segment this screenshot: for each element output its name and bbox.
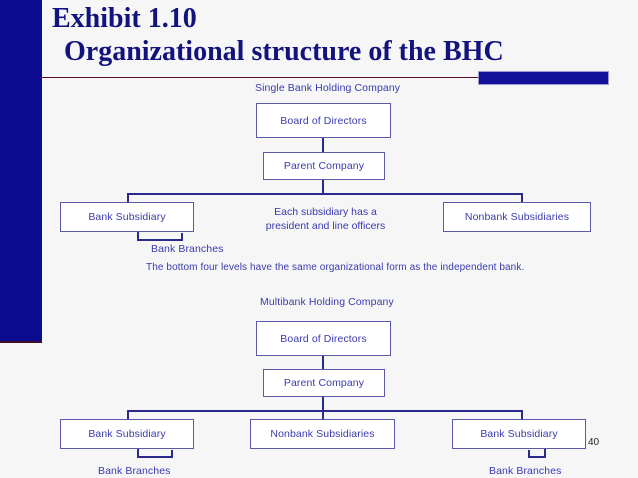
title-divider-rule (40, 77, 607, 78)
node-multi-parent-company[interactable]: Parent Company (263, 369, 385, 397)
connector-multi-right-subsidiary-down (544, 449, 546, 458)
node-single-board-of-directors[interactable]: Board of Directors (256, 103, 391, 138)
connector-multi-left-subsidiary-down (137, 449, 139, 458)
node-multi-bank-subsidiary-right[interactable]: Bank Subsidiary (452, 419, 586, 449)
left-accent-bar (0, 0, 42, 341)
connector-multi-bus-to-left-bank-subsidiary (127, 410, 129, 420)
connector-multi-bus-to-nonbank-subsidiaries (322, 410, 324, 420)
connector-single-branch-bracket-horizontal (137, 239, 183, 241)
caption-multibank-holding-company: Multibank Holding Company (260, 296, 394, 308)
caption-single-bank-holding-company: Single Bank Holding Company (255, 82, 401, 94)
left-accent-bar-shadow (0, 341, 42, 343)
label-multi-bank-branches-right: Bank Branches (489, 465, 562, 477)
node-single-bank-subsidiary[interactable]: Bank Subsidiary (60, 202, 194, 232)
node-multi-nonbank-subsidiaries[interactable]: Nonbank Subsidiaries (250, 419, 395, 449)
sidenote-line-2: president and line officers (265, 220, 386, 232)
footnote-text: The bottom four levels have the same org… (146, 262, 525, 273)
connector-multi-right-branch-bracket-tick (528, 450, 530, 457)
connector-multi-board-to-parent (322, 356, 324, 370)
connector-multi-parent-to-bus (322, 397, 324, 412)
connector-single-branch-bracket-tick (181, 233, 183, 240)
sidenote-line-1: Each subsidiary has a (274, 206, 377, 218)
label-single-bank-branches: Bank Branches (151, 243, 224, 255)
connector-single-subsidiary-down (137, 232, 139, 241)
title-line-2: Organizational structure of the BHC (64, 36, 504, 67)
node-single-parent-company[interactable]: Parent Company (263, 152, 385, 180)
connector-multi-left-branch-bracket-horizontal (137, 456, 173, 458)
node-multi-bank-subsidiary-left[interactable]: Bank Subsidiary (60, 419, 194, 449)
connector-multi-left-branch-bracket-tick (171, 450, 173, 457)
connector-single-bus-to-bank-subsidiary (127, 193, 129, 203)
connector-multi-right-branch-bracket-horizontal (528, 456, 546, 458)
title-accent-block (478, 71, 609, 85)
sidenote-each-subsidiary: Each subsidiary has a president and line… (258, 205, 393, 233)
connector-multi-horizontal-bus (127, 410, 523, 412)
connector-single-board-to-parent (322, 138, 324, 152)
title-line-1: Exhibit 1.10 (52, 3, 197, 34)
connector-multi-bus-to-right-bank-subsidiary (521, 410, 523, 420)
node-multi-board-of-directors[interactable]: Board of Directors (256, 321, 391, 356)
connector-single-parent-to-bus (322, 180, 324, 195)
connector-single-bus-to-nonbank-subsidiaries (521, 193, 523, 203)
node-single-nonbank-subsidiaries[interactable]: Nonbank Subsidiaries (443, 202, 591, 232)
page-title: Exhibit 1.10 Organizational structure of… (52, 2, 632, 68)
page-number: 40 (588, 437, 600, 448)
connector-single-horizontal-bus (127, 193, 523, 195)
label-multi-bank-branches-left: Bank Branches (98, 465, 171, 477)
